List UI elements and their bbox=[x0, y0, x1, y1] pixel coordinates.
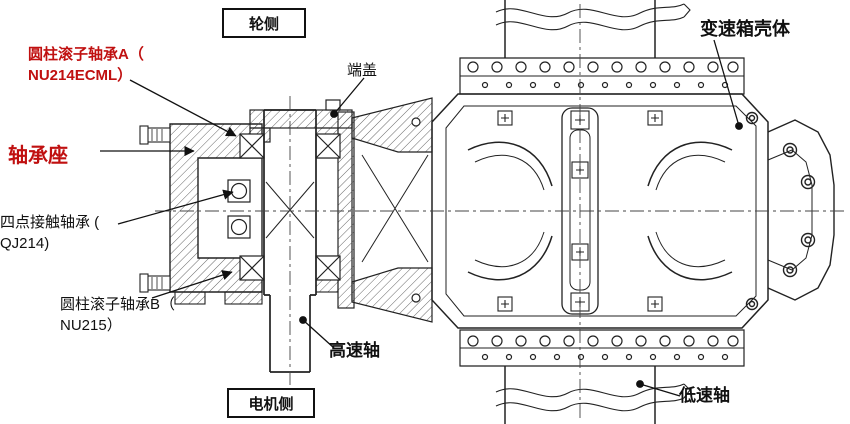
leader-end-cover bbox=[330, 77, 365, 118]
adapter-section bbox=[337, 97, 433, 323]
bearing-b-label: 圆柱滚子轴承B（ NU215） bbox=[60, 296, 176, 335]
leader-bearing-a bbox=[129, 79, 237, 137]
leader-four-point bbox=[117, 189, 234, 225]
cylindrical-roller-bearing-a bbox=[239, 133, 341, 159]
four-point-bearing-label: 四点接触轴承 ( QJ214) bbox=[0, 214, 100, 253]
leader-high-speed bbox=[299, 316, 335, 349]
leader-gearbox-housing bbox=[713, 39, 743, 130]
cylindrical-roller-bearing-b bbox=[239, 255, 341, 281]
gearbox-housing-label: 变速箱壳体 bbox=[700, 19, 790, 39]
high-speed-shaft-label: 高速轴 bbox=[329, 341, 380, 360]
leader-low-speed bbox=[636, 380, 681, 397]
low-speed-shaft bbox=[459, 329, 745, 424]
four-point-contact-bearing bbox=[227, 179, 251, 239]
wheel-side-label: 轮侧 bbox=[222, 8, 306, 38]
end-cover-label: 端盖 bbox=[347, 62, 378, 79]
motor-side-label: 电机侧 bbox=[227, 388, 315, 418]
housing-end-cap bbox=[745, 111, 835, 311]
low-speed-shaft-label: 低速轴 bbox=[679, 386, 730, 405]
top-shaft-flange bbox=[459, 0, 745, 95]
bearing-a-label: 圆柱滚子轴承A（ NU214ECML） bbox=[28, 46, 144, 85]
bearing-symbols bbox=[227, 133, 341, 281]
leader-lines bbox=[100, 39, 743, 397]
housing-bolt-marks bbox=[497, 110, 663, 312]
leader-bearing-b bbox=[151, 270, 233, 299]
centerlines bbox=[155, 4, 846, 420]
bearing-seat-label: 轴承座 bbox=[8, 145, 68, 167]
high-speed-shaft bbox=[263, 109, 317, 373]
